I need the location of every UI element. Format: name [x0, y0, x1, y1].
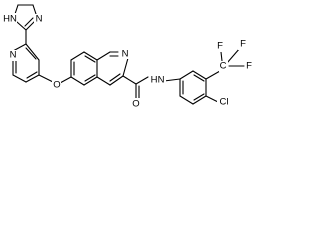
bond-isoq-c3-c4 [109, 75, 124, 86]
atom-fluorine-top-left: F [217, 41, 223, 52]
bond-py-c3-c2 [25, 43, 40, 61]
bond-ph-c1-c2 [179, 70, 194, 80]
chemical-structure-diagram: HN N N O N O H N Cl C F F F [3, 4, 254, 110]
atom-fluorine-right: F [246, 61, 252, 72]
bond-py-c2-n [12, 43, 27, 52]
bond-py-ether-o [38, 74, 54, 83]
bond-ph-c4-c5-double [193, 93, 205, 101]
atom-labels: HN N N O N O H N Cl C F F F [3, 13, 254, 110]
bond-isoq-c8a-c8-double [84, 55, 96, 63]
bond-cf3-f-top-left [220, 51, 223, 62]
bond-py-c5-c4-double [26, 71, 38, 79]
bond-cf3-f-top-right [226, 47, 241, 64]
bond-isoq-c8a-c8 [83, 51, 98, 61]
bond-isoq-c4-c4a [96, 76, 111, 86]
bond-ph-c5-c6 [179, 95, 194, 105]
bond-isoq-c5-c4a [83, 76, 98, 86]
bond-py-c6-c5 [12, 74, 27, 83]
bond-isoq-n2-c3 [122, 57, 129, 77]
bond-ph-cf3 [205, 70, 221, 80]
bond-imid-n-c-double [24, 17, 34, 27]
bond-imid-c-nh [16, 21, 27, 31]
atom-amide-o: O [132, 99, 139, 110]
atom-isoquinoline-n: N [122, 49, 129, 60]
bond-amide-c-n [135, 76, 149, 85]
bond-ph-c2-c3 [192, 70, 207, 80]
atom-imidazoline-nh: HN [3, 14, 17, 25]
atom-chloro: Cl [220, 97, 229, 108]
bond-isoq-c5-c4a-double [84, 74, 96, 82]
bond-isoq-c8-c7 [70, 51, 85, 61]
bond-py-c5-c4 [25, 74, 40, 83]
bond-ether-o-isoq [59, 76, 72, 84]
bond-ph-cl [205, 95, 219, 103]
bond-ph-c2-c3-double [193, 74, 205, 82]
bond-isoq-amide-c [122, 75, 137, 85]
atom-imidazoline-n: N [36, 14, 43, 25]
atom-amide-n: N [158, 75, 165, 86]
atom-ether-o: O [53, 80, 60, 91]
bond-isoq-c3-c4-double [109, 73, 121, 82]
atom-fluorine-top-right: F [240, 39, 246, 50]
atom-amide-h: H [151, 75, 158, 86]
bond-py-c3-c2-double [25, 47, 37, 60]
bond-ph-c4-c5 [192, 95, 207, 105]
bond-amide-n-aryl [163, 78, 181, 82]
bond-isoq-c6-c5 [70, 76, 85, 86]
atom-cf3-carbon: C [220, 61, 227, 72]
atom-pyridine-n: N [10, 50, 17, 61]
bond-isoq-c8a-c1 [96, 51, 111, 61]
